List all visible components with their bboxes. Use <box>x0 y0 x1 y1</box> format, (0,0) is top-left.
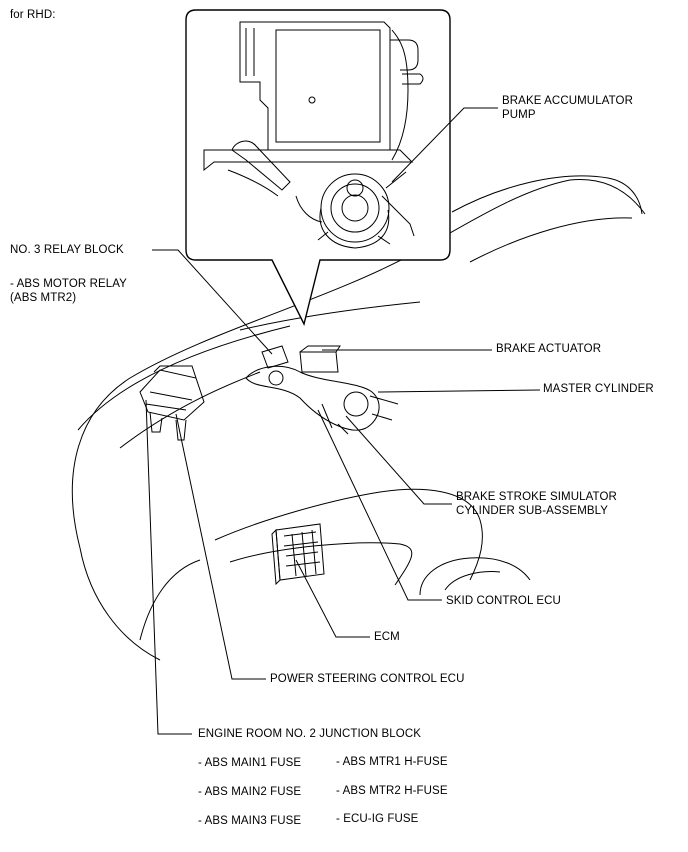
leader-skid-control-ecu <box>317 409 442 601</box>
leader-power-steering-ecu <box>175 413 266 680</box>
brake-accumulator-pump-callout <box>185 9 451 327</box>
label-brake-actuator: BRAKE ACTUATOR <box>496 343 602 355</box>
fuse-item: - ABS MTR2 H-FUSE <box>336 785 448 797</box>
leader-master-cylinder <box>377 389 541 393</box>
label-engine-room-junction-block: ENGINE ROOM NO. 2 JUNCTION BLOCK <box>198 728 422 740</box>
label-brake-accumulator-pump: BRAKE ACCUMULATOR PUMP <box>502 95 633 121</box>
fuse-item: - ECU-IG FUSE <box>336 813 419 825</box>
leader-brake-accumulator-pump <box>391 107 498 183</box>
leader-lines <box>145 107 541 735</box>
leader-junction-block <box>145 399 192 735</box>
label-ecm: ECM <box>374 631 400 643</box>
ecm-drawing <box>271 523 325 586</box>
variant-heading: for RHD: <box>10 9 56 21</box>
vehicle-body-outline <box>71 175 646 661</box>
junction-block-drawing <box>139 365 205 441</box>
leader-brake-stroke-simulator <box>345 415 452 505</box>
label-brake-stroke-simulator: BRAKE STROKE SIMULATOR CYLINDER SUB-ASSE… <box>456 491 617 517</box>
fuse-item: - ABS MAIN3 FUSE <box>198 815 302 827</box>
leader-no3-relay-block <box>152 249 273 355</box>
label-no3-relay-block: NO. 3 RELAY BLOCK <box>10 244 124 256</box>
fuse-item: - ABS MTR1 H-FUSE <box>336 756 448 768</box>
brake-accumulator-pump-drawing <box>203 21 424 249</box>
fuse-item: - ABS MAIN1 FUSE <box>198 757 302 769</box>
label-skid-control-ecu: SKID CONTROL ECU <box>446 595 561 607</box>
brake-actuator-assembly-drawing <box>245 345 399 435</box>
label-power-steering-control-ecu: POWER STEERING CONTROL ECU <box>270 673 465 685</box>
label-master-cylinder: MASTER CYLINDER <box>543 383 654 395</box>
leader-ecm <box>295 559 370 638</box>
fuse-item: - ABS MAIN2 FUSE <box>198 786 302 798</box>
label-abs-motor-relay: - ABS MOTOR RELAY (ABS MTR2) <box>10 278 127 304</box>
